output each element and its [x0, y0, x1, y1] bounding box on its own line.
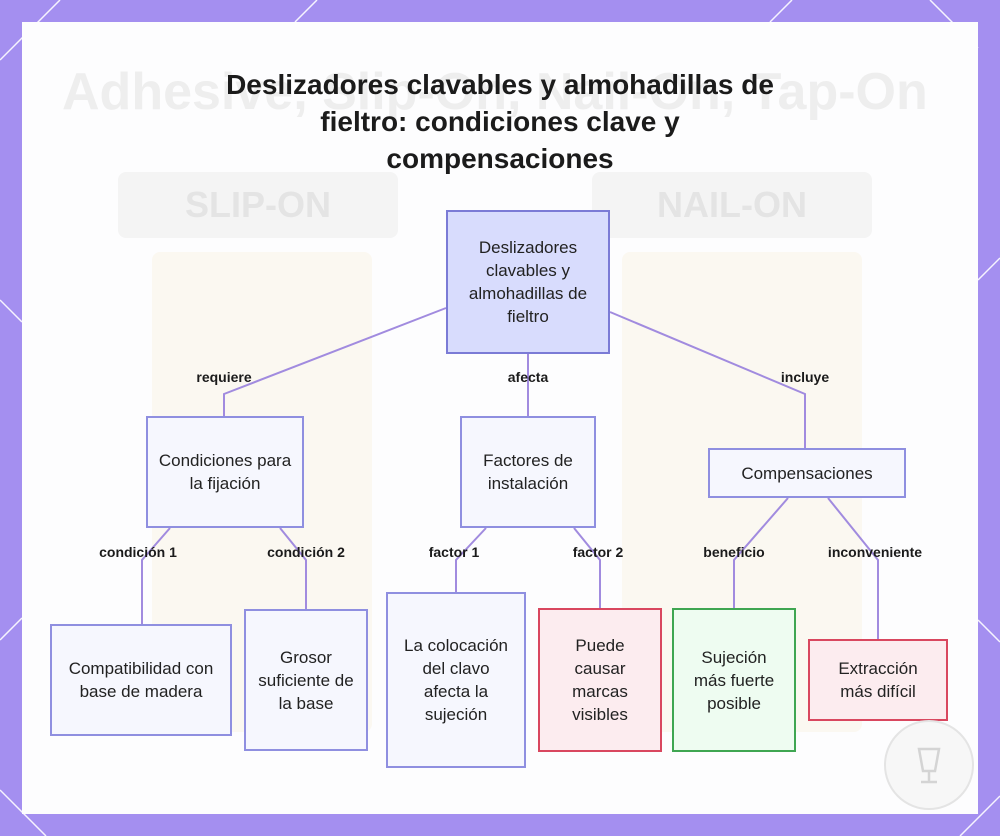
- node-compat-label: Compatibilidad con base de madera: [68, 659, 214, 701]
- node-factors-label: Factores de instalación: [483, 451, 573, 493]
- node-conditions-label: Condiciones para la fijación: [158, 451, 292, 493]
- node-tradeoffs-label: Compensaciones: [741, 463, 873, 483]
- node-marks-label: Puede causar marcas visibles: [572, 636, 628, 724]
- node-factors: Factores de instalación: [460, 416, 596, 528]
- edge-label-condition1: condición 1: [99, 544, 177, 560]
- watermark-label-right: NAIL-ON: [592, 172, 872, 238]
- edge-label-requires: requiere: [196, 369, 252, 385]
- edge-label-benefit: beneficio: [703, 544, 765, 560]
- node-root: Deslizadores clavables y almohadillas de…: [446, 210, 610, 354]
- edge-label-affects: afecta: [507, 369, 549, 385]
- edge-label-drawback: inconveniente: [827, 544, 923, 560]
- node-conditions: Condiciones para la fijación: [146, 416, 304, 528]
- glass-logo-icon: [884, 720, 974, 810]
- diagram-card: Adhesive, Slip-On, Nail-On, Tap-On SLIP-…: [22, 22, 978, 814]
- watermark-label-left: SLIP-ON: [118, 172, 398, 238]
- node-thickness: Grosor suficiente de la base: [244, 609, 368, 751]
- node-removal: Extracción más difícil: [808, 639, 948, 721]
- diagram-title: Deslizadores clavables y almohadillas de…: [226, 69, 774, 174]
- node-root-label: Deslizadores clavables y almohadillas de…: [468, 238, 588, 326]
- node-placement: La colocación del clavo afecta la sujeci…: [386, 592, 526, 768]
- edge-label-factor2: factor 2: [572, 544, 624, 560]
- node-tradeoffs: Compensaciones: [708, 448, 906, 498]
- edge-label-condition2: condición 2: [267, 544, 345, 560]
- node-compat: Compatibilidad con base de madera: [50, 624, 232, 736]
- node-placement-label: La colocación del clavo afecta la sujeci…: [404, 636, 508, 724]
- edge-label-includes: incluye: [780, 369, 830, 385]
- node-grip-label: Sujeción más fuerte posible: [693, 647, 775, 713]
- edge-label-factor1: factor 1: [428, 544, 480, 560]
- node-grip: Sujeción más fuerte posible: [672, 608, 796, 752]
- glass-logo-icon-graphic: [917, 747, 941, 784]
- node-thickness-label: Grosor suficiente de la base: [258, 647, 354, 713]
- node-removal-label: Extracción más difícil: [838, 659, 918, 701]
- connector-lines: [141, 307, 879, 639]
- watermark-headline: Adhesive, Slip-On, Nail-On, Tap-On: [62, 63, 928, 121]
- node-marks: Puede causar marcas visibles: [538, 608, 662, 752]
